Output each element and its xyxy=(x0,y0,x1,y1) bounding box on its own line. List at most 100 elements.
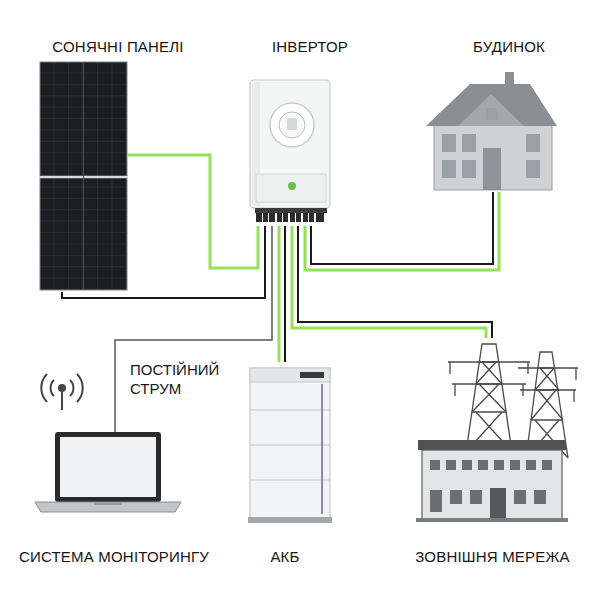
substation-building xyxy=(422,450,562,520)
wire-line xyxy=(298,226,492,338)
house-drawing xyxy=(442,134,456,152)
substation-building xyxy=(510,460,520,470)
inverter-unit xyxy=(269,213,275,222)
component-node: СИСТЕМА МОНІТОРИНГУ xyxy=(6,368,222,568)
inverter-unit xyxy=(255,208,327,213)
inverter-unit xyxy=(256,174,326,202)
power-pylon xyxy=(450,362,528,396)
wire-line xyxy=(62,226,265,298)
inverter-unit xyxy=(287,118,297,130)
wire-connector xyxy=(279,226,285,362)
laptop-drawing xyxy=(35,432,181,512)
wifi-icon xyxy=(51,380,74,396)
inverter-unit xyxy=(290,213,295,222)
substation-building xyxy=(494,460,504,470)
inverter-unit xyxy=(250,80,330,222)
component-label: АКБ xyxy=(270,548,299,566)
house-drawing xyxy=(462,160,476,178)
wifi-icon xyxy=(58,384,66,392)
component-node: ЗОВНІШНЯ МЕРЕЖА xyxy=(400,338,585,568)
wifi-icon xyxy=(41,374,82,402)
house-drawing xyxy=(483,148,501,190)
component-label: ІНВЕРТОР xyxy=(272,38,348,56)
wire-line xyxy=(305,192,499,270)
substation-building xyxy=(418,440,566,450)
component-label: СИСТЕМА МОНІТОРИНГУ xyxy=(19,548,209,566)
inverter-unit xyxy=(283,213,288,222)
solar-panel xyxy=(40,62,127,290)
house-drawing xyxy=(526,134,540,152)
substation-building xyxy=(514,490,526,504)
component-node: СОНЯЧНІ ПАНЕЛІ xyxy=(38,36,198,292)
panel-wire-stub xyxy=(127,154,198,157)
substation-building xyxy=(450,490,462,504)
battery-stack xyxy=(300,372,324,378)
substation-building xyxy=(430,490,442,512)
solar-panel xyxy=(83,62,84,290)
component-label: БУДИНОК xyxy=(473,38,545,56)
house-drawing xyxy=(426,84,557,126)
house-drawing xyxy=(442,160,456,178)
inverter-unit xyxy=(250,80,330,208)
panel-wire-stub xyxy=(127,155,198,156)
house-drawing xyxy=(526,160,540,178)
power-pylon xyxy=(518,368,578,390)
wire-connector xyxy=(62,155,265,298)
power-pylon xyxy=(466,344,512,452)
substation-building xyxy=(490,488,506,520)
house-drawing xyxy=(434,120,552,190)
house-drawing xyxy=(505,72,514,88)
substation-building xyxy=(542,460,552,470)
substation-building xyxy=(416,440,568,522)
component-node: АКБ xyxy=(240,362,330,568)
inverter-unit xyxy=(270,103,314,147)
house-drawing xyxy=(486,108,498,120)
wire-line xyxy=(198,155,258,268)
substation-building xyxy=(462,460,472,470)
house-drawing xyxy=(426,72,557,190)
substation-building xyxy=(478,460,488,470)
inverter-unit xyxy=(303,213,308,222)
wifi-icon xyxy=(41,374,82,410)
power-pylon xyxy=(448,362,530,384)
inverter-unit xyxy=(296,213,301,222)
substation-building xyxy=(430,460,440,470)
inverter-unit xyxy=(256,213,262,222)
wire-line xyxy=(311,192,493,264)
laptop-drawing xyxy=(35,502,181,512)
substation-building xyxy=(534,490,546,504)
component-node: ІНВЕРТОР xyxy=(252,36,368,226)
laptop-drawing xyxy=(55,432,161,502)
substation-building xyxy=(470,490,482,504)
battery-stack xyxy=(250,368,330,382)
wire-connector xyxy=(305,192,499,270)
inverter-unit xyxy=(309,213,314,222)
inverter-unit xyxy=(263,213,268,222)
substation-building xyxy=(446,460,456,470)
inverter-unit xyxy=(288,182,296,190)
wifi-icon xyxy=(61,392,63,410)
battery-stack xyxy=(248,368,332,523)
note-label: ПОСТІЙНИЙ СТРУМ xyxy=(128,360,240,398)
battery-stack xyxy=(248,517,332,523)
component-label: СОНЯЧНІ ПАНЕЛІ xyxy=(52,38,183,56)
wire-connector xyxy=(115,226,272,368)
component-label: ЗОВНІШНЯ МЕРЕЖА xyxy=(415,548,570,566)
battery-stack xyxy=(250,444,330,445)
component-node: БУДИНОК xyxy=(440,36,578,192)
inverter-unit xyxy=(279,112,305,138)
battery-stack xyxy=(250,479,330,480)
battery-stack xyxy=(250,409,330,410)
power-pylon xyxy=(466,362,512,452)
house-drawing xyxy=(462,134,476,152)
house-drawing xyxy=(458,94,524,126)
wire-connector xyxy=(292,226,492,338)
wire-line xyxy=(292,226,486,338)
substation-building xyxy=(416,518,568,522)
monitor-wire-stub xyxy=(115,368,116,432)
inverter-unit xyxy=(316,213,324,222)
power-pylon xyxy=(574,368,576,402)
